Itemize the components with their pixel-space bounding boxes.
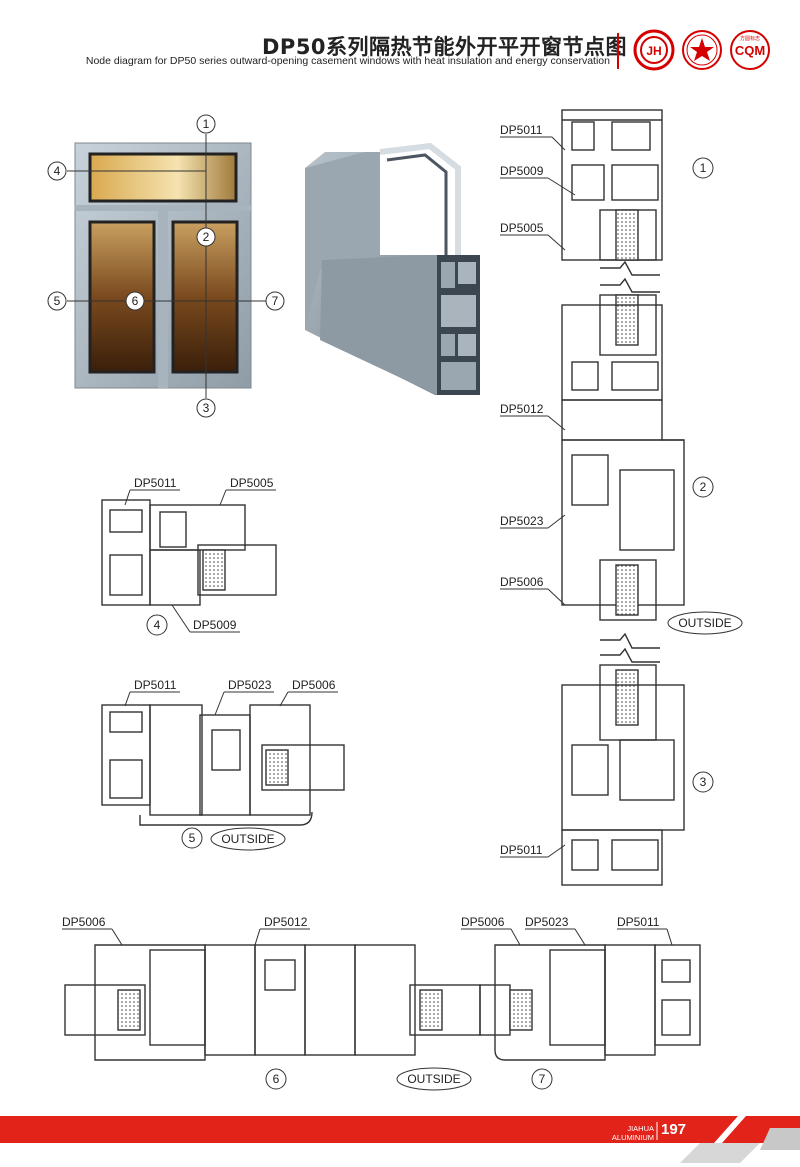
- label-dp5012: DP5012: [500, 402, 544, 416]
- footer-band: [0, 1116, 800, 1163]
- right-node-3: 3: [692, 771, 714, 793]
- svg-text:7: 7: [272, 294, 279, 308]
- elevation-callout-5: 5: [47, 291, 67, 311]
- cqm-logo-icon: CQM 方圆标志: [730, 30, 770, 70]
- svg-text:OUTSIDE: OUTSIDE: [407, 1072, 460, 1086]
- svg-text:7: 7: [539, 1072, 546, 1086]
- label-dp5023: DP5023: [500, 514, 544, 528]
- svg-text:DP5011: DP5011: [617, 915, 660, 929]
- svg-text:3: 3: [203, 401, 210, 415]
- certification-seal-icon: [682, 30, 722, 70]
- svg-text:DP5009: DP5009: [193, 618, 237, 632]
- svg-text:OUTSIDE: OUTSIDE: [678, 616, 731, 630]
- svg-text:DP5011: DP5011: [134, 678, 177, 692]
- node-5-labels: DP5011 DP5023 DP5006 5 OUTSIDE: [124, 678, 338, 851]
- svg-text:DP5006: DP5006: [62, 915, 106, 929]
- elevation-callout-6: 6: [125, 291, 145, 311]
- svg-text:5: 5: [189, 831, 196, 845]
- elevation-callout-1: 1: [196, 114, 216, 134]
- right-section-labels: DP5011 DP5009 DP5005 DP5012 DP5023 DP500…: [500, 123, 576, 858]
- elevation-callout-4: 4: [47, 161, 67, 181]
- right-vertical-section: [561, 109, 685, 886]
- window-elevation: [67, 134, 266, 398]
- label-dp5009: DP5009: [500, 164, 544, 178]
- node-4-section: [101, 499, 277, 606]
- bottom-horizontal-section: [64, 944, 701, 1061]
- svg-text:3: 3: [700, 775, 707, 789]
- bottom-section-labels: DP5006 DP5012 DP5006 DP5023 DP5011 6 OUT…: [62, 915, 673, 1091]
- svg-text:6: 6: [273, 1072, 280, 1086]
- svg-text:1: 1: [203, 117, 210, 131]
- svg-text:4: 4: [154, 618, 161, 632]
- svg-text:DP5023: DP5023: [228, 678, 272, 692]
- label-dp5005: DP5005: [500, 221, 544, 235]
- svg-text:DP5005: DP5005: [230, 476, 274, 490]
- svg-text:4: 4: [54, 164, 61, 178]
- node-5-section: [101, 704, 345, 826]
- elevation-callout-2: 2: [196, 227, 216, 247]
- svg-text:DP5006: DP5006: [461, 915, 505, 929]
- right-node-2: 2: [692, 476, 714, 498]
- page-number: 197: [661, 1121, 687, 1138]
- right-node-1: 1: [692, 157, 714, 179]
- svg-text:CQM: CQM: [735, 43, 765, 58]
- corner-section-render: [305, 142, 480, 395]
- title-divider: [617, 33, 619, 69]
- svg-text:2: 2: [203, 230, 210, 244]
- svg-text:2: 2: [700, 480, 707, 494]
- label-dp5011-bottom: DP5011: [500, 843, 543, 857]
- svg-text:1: 1: [700, 161, 707, 175]
- elevation-callout-3: 3: [196, 398, 216, 418]
- elevation-callout-7: 7: [265, 291, 285, 311]
- page-subtitle: Node diagram for DP50 series outward-ope…: [85, 55, 610, 67]
- svg-text:6: 6: [132, 294, 139, 308]
- svg-text:DP5006: DP5006: [292, 678, 336, 692]
- svg-text:DP5023: DP5023: [525, 915, 569, 929]
- svg-text:DP5012: DP5012: [264, 915, 308, 929]
- node-4-labels: DP5011 DP5005 DP5009 4: [124, 476, 276, 636]
- label-dp5011: DP5011: [500, 123, 543, 137]
- right-outside-badge: OUTSIDE: [667, 611, 743, 635]
- svg-text:DP5011: DP5011: [134, 476, 177, 490]
- svg-text:5: 5: [54, 294, 61, 308]
- label-dp5006: DP5006: [500, 575, 544, 589]
- page-title: DP50系列隔热节能外开平开窗节点图: [262, 35, 628, 59]
- svg-text:OUTSIDE: OUTSIDE: [221, 832, 274, 846]
- jiahua-logo-icon: JH: [633, 29, 675, 71]
- footer-brand: JIAHUA ALUMINIUM: [611, 1124, 654, 1142]
- svg-text:方圆标志: 方圆标志: [740, 35, 760, 42]
- svg-text:JH: JH: [646, 44, 661, 58]
